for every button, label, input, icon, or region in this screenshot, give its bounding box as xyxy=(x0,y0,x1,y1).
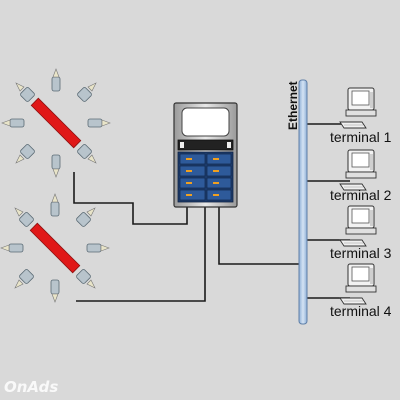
terminal-4-label: terminal 4 xyxy=(330,303,392,319)
terminal-3-label: terminal 3 xyxy=(330,245,392,261)
wiring xyxy=(73,123,350,302)
terminal-3-computer-icon xyxy=(339,205,377,247)
server-rack xyxy=(173,102,238,208)
terminal-4-computer-icon xyxy=(339,263,377,305)
ethernet-bus xyxy=(298,79,308,325)
watermark-logo: OnAds xyxy=(4,378,58,396)
ethernet-label: Ethernet xyxy=(286,81,300,130)
wire-server-bus xyxy=(218,205,302,265)
terminal-2-computer-icon xyxy=(339,149,377,191)
terminal-1-label: terminal 1 xyxy=(330,129,392,145)
sensor-cluster-2 xyxy=(0,193,110,303)
wire-cluster2-server xyxy=(76,205,206,302)
terminal-1-computer-icon xyxy=(339,87,377,129)
sensor-cluster-1 xyxy=(1,68,111,178)
terminal-2-label: terminal 2 xyxy=(330,187,392,203)
wire-cluster1-server xyxy=(73,172,188,225)
